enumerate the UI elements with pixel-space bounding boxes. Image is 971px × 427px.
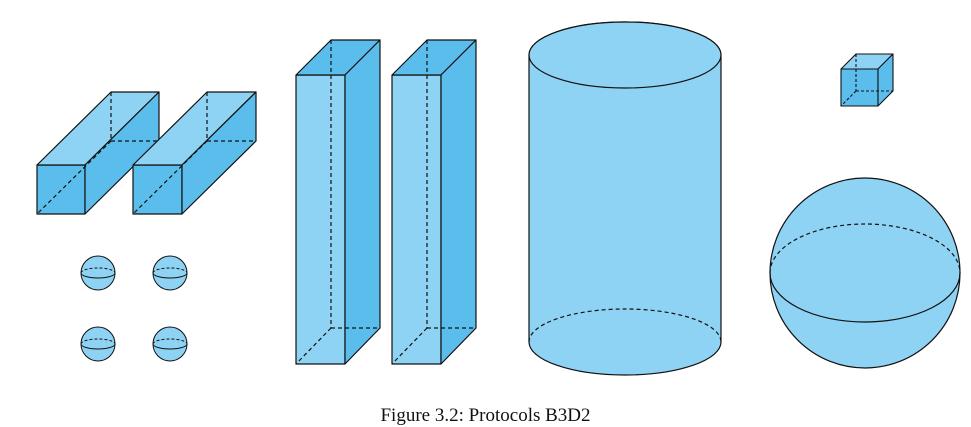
small-sphere [152, 326, 188, 362]
figure-canvas [36, 21, 961, 376]
tall-prism [295, 39, 381, 365]
small-sphere [152, 255, 188, 291]
cylinder [528, 21, 722, 376]
horizontal-prism [132, 91, 257, 215]
small-sphere [80, 255, 116, 291]
large-sphere [769, 177, 961, 369]
small-cube [840, 53, 894, 107]
figure-caption: Figure 3.2: Protocols B3D2 [380, 405, 591, 426]
tall-prism [391, 39, 477, 365]
small-sphere [80, 326, 116, 362]
horizontal-prism [36, 91, 160, 215]
